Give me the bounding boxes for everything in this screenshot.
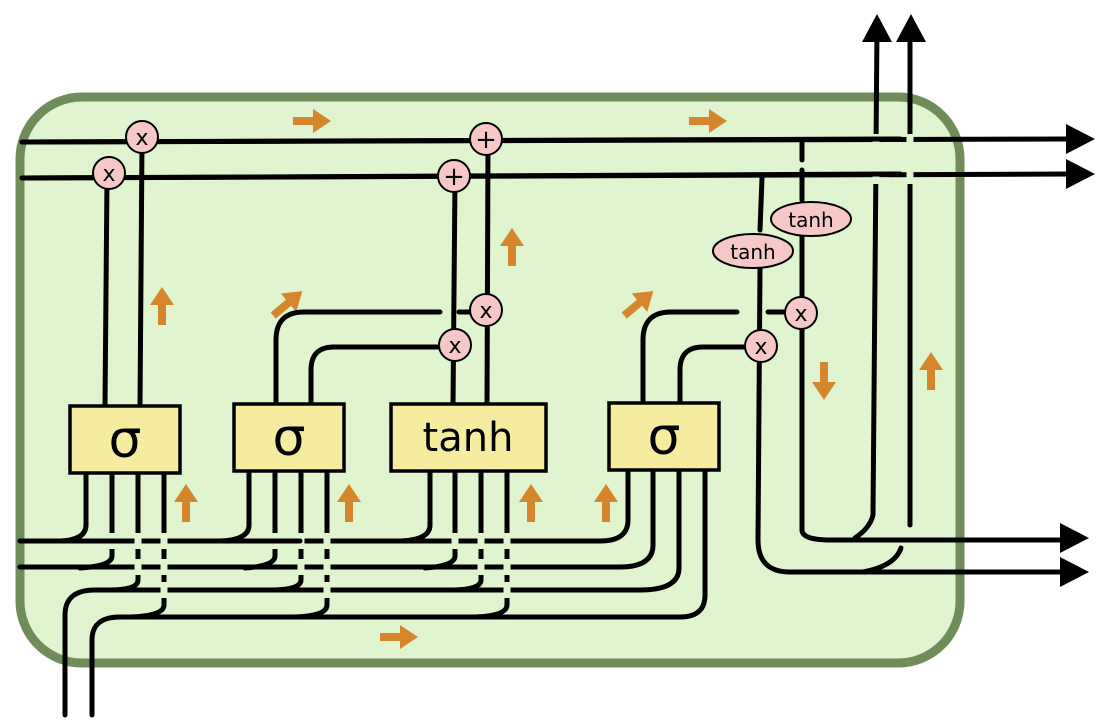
black-arrowhead-icon xyxy=(862,14,892,42)
multiply-op-icon: x xyxy=(744,329,778,363)
multiply-op-icon: x xyxy=(438,328,472,362)
black-arrowhead-icon xyxy=(896,14,926,42)
black-arrowhead-icon xyxy=(1060,523,1089,553)
svg-text:x: x xyxy=(479,299,492,324)
sigma-gate-3: σ xyxy=(607,401,721,472)
svg-text:+: + xyxy=(443,162,465,192)
gate-label: tanh xyxy=(423,415,514,461)
gates: σ σ tanh σ xyxy=(68,401,721,475)
multiply-op-icon: x xyxy=(125,120,159,154)
tanh-gate: tanh xyxy=(389,402,548,473)
svg-text:tanh: tanh xyxy=(730,240,775,264)
svg-text:x: x xyxy=(448,334,461,359)
svg-text:+: + xyxy=(475,125,497,155)
svg-text:x: x xyxy=(754,335,767,360)
gate-label: σ xyxy=(273,408,306,468)
svg-text:x: x xyxy=(794,302,807,327)
gate-label: σ xyxy=(109,410,142,470)
tanh-op-icon: tanh xyxy=(712,233,794,269)
sigma-gate-2: σ xyxy=(232,402,346,473)
output-arrows xyxy=(862,14,1095,587)
sigma-gate-1: σ xyxy=(68,404,182,475)
multiply-op-icon: x xyxy=(469,293,503,327)
black-arrowhead-icon xyxy=(1066,159,1095,189)
add-op-icon: + xyxy=(469,122,503,156)
svg-text:x: x xyxy=(102,162,115,187)
black-arrowhead-icon xyxy=(1060,557,1089,587)
pointwise-ops: x x + + x x x x xyxy=(92,120,852,363)
svg-text:x: x xyxy=(135,126,148,151)
black-arrowhead-icon xyxy=(1066,124,1095,154)
multiply-op-icon: x xyxy=(784,296,818,330)
svg-text:tanh: tanh xyxy=(788,208,833,232)
gate-label: σ xyxy=(648,407,681,467)
add-op-icon: + xyxy=(437,159,471,193)
tanh-op-icon: tanh xyxy=(770,201,852,237)
multiply-op-icon: x xyxy=(92,156,126,190)
